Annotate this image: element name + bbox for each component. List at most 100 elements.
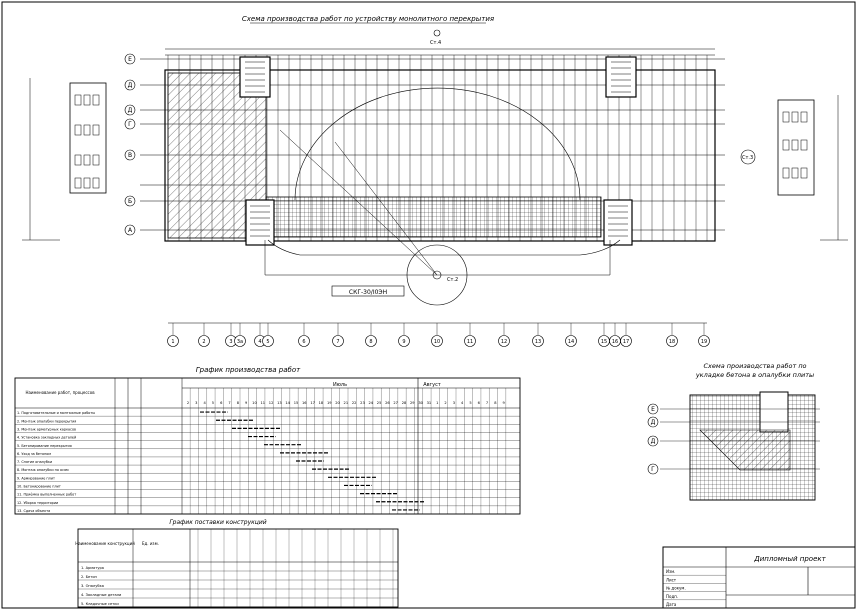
col-axis-label: 2 xyxy=(202,339,205,345)
schedule-task: 12. Уборка территории xyxy=(17,501,58,505)
schedule-task: 7. Снятие опалубки xyxy=(17,460,52,464)
schedule-day: 24 xyxy=(368,401,373,405)
row-axis-label: Б xyxy=(128,198,132,205)
row-axis-label: Е xyxy=(128,56,132,63)
supply-header-name: Наименование конструкций xyxy=(75,541,135,546)
supply-schedule: График поставки конструкций Наименование… xyxy=(75,519,399,608)
schedule-day: 2 xyxy=(187,401,189,405)
schedule-task: 1. Подготовительные и монтажные работы xyxy=(17,411,95,415)
schedule-day: 27 xyxy=(393,401,398,405)
col-axis-bubble xyxy=(332,335,344,347)
schedule-day: 17 xyxy=(310,401,315,405)
schedule-day: 16 xyxy=(302,401,307,405)
col-axis-label: 14 xyxy=(568,339,574,345)
col-axis-label: 9 xyxy=(402,339,405,345)
stair-core-left-top xyxy=(239,56,271,98)
schedule-day: 20 xyxy=(335,401,340,405)
schedule-day: 5 xyxy=(212,401,214,405)
col-axis-label: 10 xyxy=(434,339,440,345)
schedule-month-1: Июль xyxy=(333,382,347,388)
schedule-task: 11. Приёмка выполненных работ xyxy=(17,493,76,497)
schedule-day: 30 xyxy=(418,401,423,405)
col-axis-bubble xyxy=(620,335,632,347)
col-axis-bubble xyxy=(532,335,544,347)
row-axis-label: Д xyxy=(128,82,133,89)
concrete-axis-label: Е xyxy=(651,406,655,413)
schedule-day: 29 xyxy=(410,401,415,405)
schedule-month-2: Август xyxy=(423,382,441,388)
concrete-title-2: укладке бетона в опалубки плиты xyxy=(695,371,814,379)
right-elevation xyxy=(777,99,815,196)
crane-right-label: Ст.3 xyxy=(742,155,753,161)
supply-row: 4. Закладные детали xyxy=(81,593,122,597)
schedule-day: 3 xyxy=(195,401,197,405)
crane-model-label: СКГ-30/I0ЭН xyxy=(349,289,387,296)
schedule-task: 5. Бетонирование перекрытия xyxy=(17,444,72,448)
row-axis-bubble xyxy=(124,195,136,207)
schedule-day: 8 xyxy=(237,401,240,405)
schedule-day: 8 xyxy=(494,401,497,405)
main-plan-title: Схема производства работ по устройству м… xyxy=(242,15,494,23)
stair-core-right-top xyxy=(605,56,637,98)
main-plan: Схема производства работ по устройству м… xyxy=(22,15,848,347)
schedule-day: 11 xyxy=(260,401,265,405)
col-axis-label: 18 xyxy=(669,339,675,345)
row-axis-label: В xyxy=(128,152,132,159)
schedule-day: 13 xyxy=(277,401,282,405)
work-schedule: График производства работ Наименование р… xyxy=(14,366,521,515)
schedule-day: 7 xyxy=(228,401,230,405)
col-axis-bubble xyxy=(298,335,310,347)
crane-bottom-label: Ст.2 xyxy=(447,277,458,283)
col-axis-bubble xyxy=(198,335,210,347)
schedule-day: 4 xyxy=(203,401,206,405)
schedule-day: 22 xyxy=(352,401,357,405)
crane-reach-arc xyxy=(294,87,581,201)
stamp-project: Дипломный проект xyxy=(753,555,826,563)
stair-core-right-bottom xyxy=(603,199,633,246)
schedule-day: 14 xyxy=(285,401,290,405)
schedule-day: 28 xyxy=(402,401,407,405)
row-axis-label: Д xyxy=(128,107,133,114)
schedule-day: 25 xyxy=(377,401,382,405)
row-axis-bubble xyxy=(124,149,136,161)
stamp-row: Подп. xyxy=(666,594,678,599)
schedule-task: 10. Бетонирование плит xyxy=(17,485,61,489)
schedule-day: 3 xyxy=(453,401,455,405)
row-axis-bubble xyxy=(124,53,136,65)
col-axis-bubble xyxy=(167,335,179,347)
schedule-task: 8. Монтаж опалубки по осям xyxy=(17,468,69,472)
row-axis-label: Г xyxy=(128,121,132,128)
schedule-title: График производства работ xyxy=(196,366,301,374)
col-axis-label: 7 xyxy=(336,339,339,345)
col-axis-label: 3а xyxy=(237,339,243,345)
col-axis-bubble xyxy=(666,335,678,347)
col-axis-label: 8 xyxy=(369,339,372,345)
stamp-row: № докум. xyxy=(666,586,686,591)
row-axis-label: А xyxy=(128,227,133,234)
stamp-row: Лист xyxy=(666,577,677,582)
schedule-day: 7 xyxy=(486,401,488,405)
schedule-day: 26 xyxy=(385,401,390,405)
supply-row: 3. Опалубка xyxy=(81,584,104,588)
schedule-day: 9 xyxy=(245,401,248,405)
schedule-task: 4. Установка закладных деталей xyxy=(17,436,76,440)
schedule-day: 6 xyxy=(220,401,223,405)
schedule-day: 19 xyxy=(327,401,332,405)
supply-row: 1. Арматура xyxy=(81,566,104,570)
col-axis-bubble xyxy=(431,335,443,347)
schedule-day: 15 xyxy=(294,401,299,405)
supply-row: 2. Бетон xyxy=(81,575,98,579)
col-axis-label: 19 xyxy=(701,339,707,345)
col-axis-label: 3 xyxy=(229,339,232,345)
schedule-task: 13. Сдача объекта xyxy=(17,509,50,513)
stamp-row: Изм. xyxy=(666,569,675,574)
schedule-day: 31 xyxy=(427,401,432,405)
schedule-day: 6 xyxy=(478,401,481,405)
col-axis-label: 6 xyxy=(302,339,305,345)
concrete-pour-scheme: Схема производства работ по укладке бето… xyxy=(647,362,820,501)
schedule-task: 3. Монтаж арматурных каркасов xyxy=(17,427,76,431)
concrete-axis-label: Д xyxy=(651,438,656,445)
row-axis-bubble xyxy=(124,79,136,91)
